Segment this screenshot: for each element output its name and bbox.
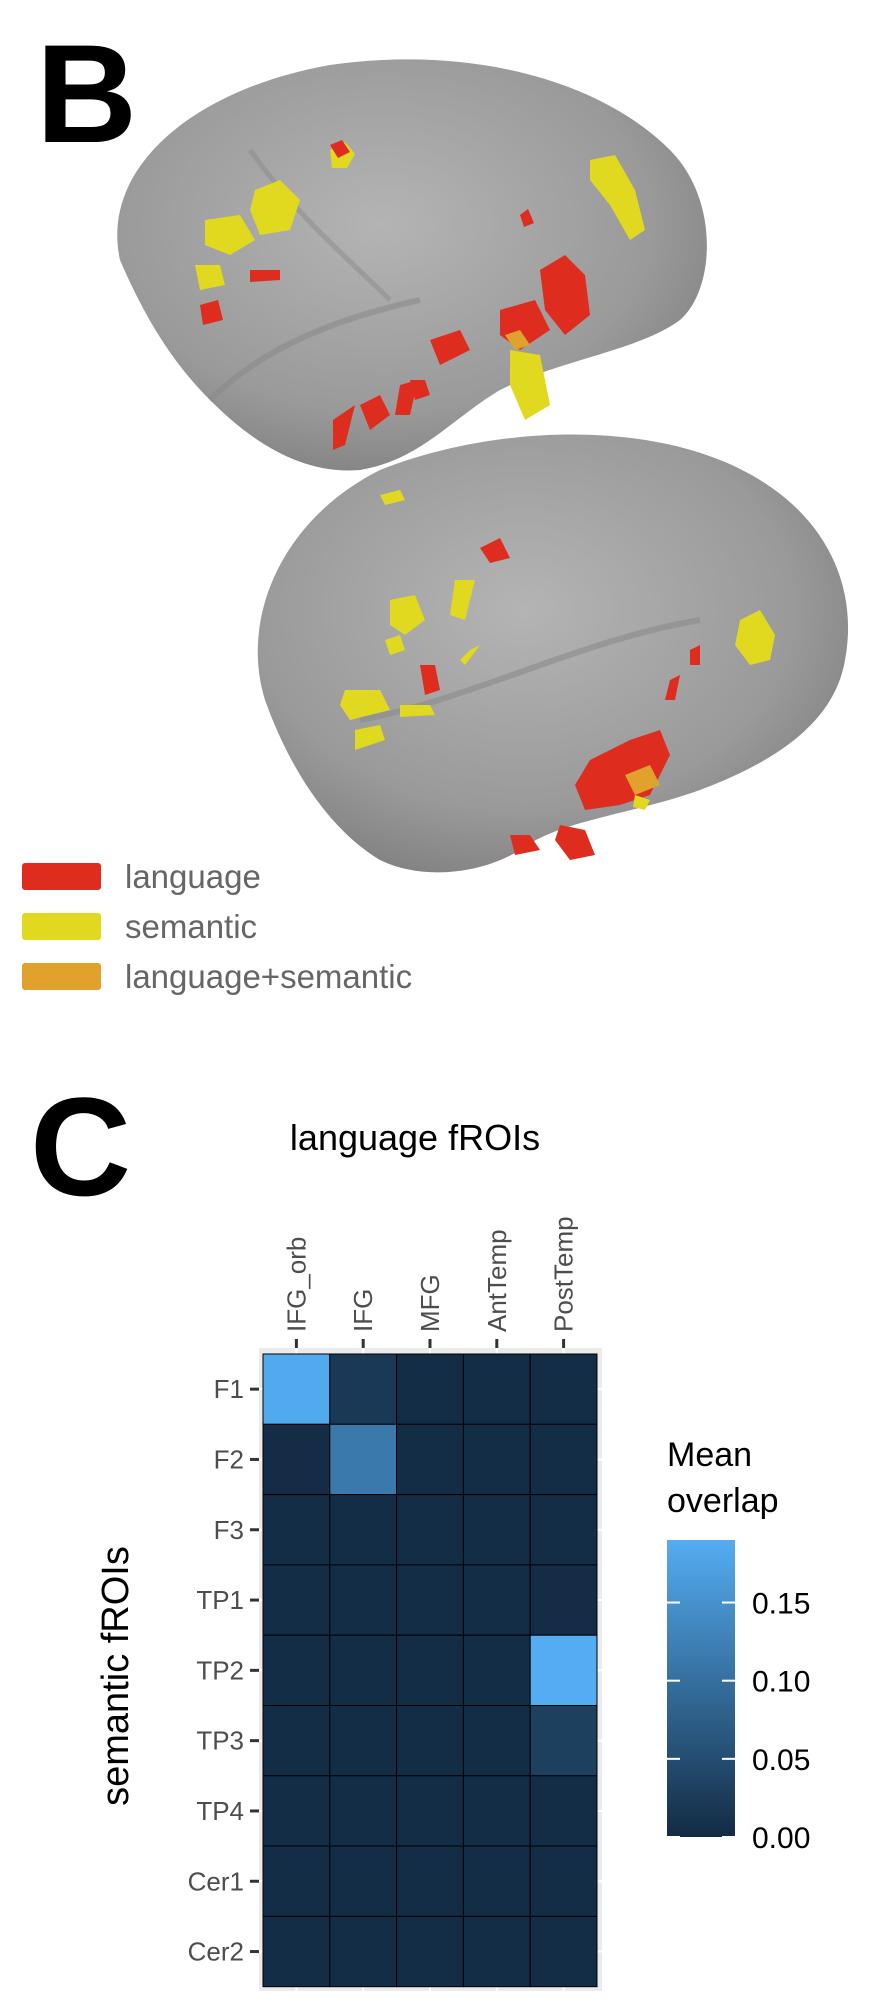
legend-label: semantic	[125, 908, 257, 945]
heatmap-cell-TP1-IFG	[329, 1564, 398, 1636]
heatmap-cell-F3-IFG	[329, 1494, 398, 1566]
x-tick-label: IFG_orb	[281, 1237, 311, 1332]
y-tick-label: TP4	[196, 1796, 244, 1826]
heatmap-cell-TP2-IFG	[329, 1634, 398, 1706]
heatmap-cell-TP3-PostTemp	[529, 1705, 598, 1777]
heatmap-cell-F1-AntTemp	[462, 1353, 531, 1425]
colorbar-tick-label: 0.00	[752, 1822, 810, 1855]
x-tick-label: AntTemp	[482, 1229, 512, 1332]
heatmap-cell-F3-MFG	[396, 1494, 464, 1566]
heatmap-cell-F2-PostTemp	[529, 1423, 598, 1496]
x-tick-label: MFG	[415, 1274, 445, 1332]
brain-legend: language semantic language+semantic	[22, 858, 412, 995]
legend-label: language+semantic	[125, 958, 412, 995]
heatmap-cell-Cer1-IFG	[329, 1845, 398, 1917]
heatmap-cell-F3-AntTemp	[462, 1494, 531, 1566]
heatmap-cells	[262, 1353, 598, 1988]
y-tick-label: TP3	[196, 1726, 244, 1756]
heatmap-cell-Cer2-PostTemp	[529, 1915, 598, 1988]
chart-title: language fROIs	[290, 1117, 540, 1158]
heatmap-cell-TP1-PostTemp	[529, 1564, 598, 1636]
legend-swatch	[22, 863, 101, 890]
heatmap-cell-Cer2-AntTemp	[462, 1915, 531, 1988]
heatmap-cell-F1-IFG_orb	[262, 1353, 331, 1425]
x-tick-label: IFG	[348, 1289, 378, 1332]
heatmap-cell-F3-PostTemp	[529, 1494, 598, 1566]
heatmap-cell-TP2-IFG_orb	[262, 1634, 331, 1706]
colorbar-tick-label: 0.05	[752, 1744, 810, 1777]
heatmap-cell-F1-IFG	[329, 1353, 398, 1425]
y-axis-title: semantic fROIs	[95, 1546, 137, 1806]
heatmap-cell-Cer1-IFG_orb	[262, 1845, 331, 1917]
heatmap-cell-TP2-AntTemp	[462, 1634, 531, 1706]
heatmap-cell-TP4-IFG_orb	[262, 1775, 331, 1847]
y-tick-label: TP1	[196, 1585, 244, 1615]
brain-left-hemisphere	[117, 59, 707, 471]
brain-right-hemisphere	[257, 434, 849, 873]
heatmap-cell-Cer2-IFG	[329, 1915, 398, 1988]
heatmap-cell-F2-AntTemp	[462, 1423, 531, 1496]
heatmap-cell-Cer1-MFG	[396, 1845, 464, 1917]
heatmap-cell-Cer2-MFG	[396, 1915, 464, 1988]
colorbar-tick-label: 0.10	[752, 1666, 810, 1699]
heatmap-cell-F1-MFG	[396, 1353, 464, 1425]
heatmap-cell-F2-MFG	[396, 1423, 464, 1496]
heatmap-cell-TP3-IFG_orb	[262, 1705, 331, 1777]
heatmap-cell-F1-PostTemp	[529, 1353, 598, 1425]
heatmap-cell-F3-IFG_orb	[262, 1494, 331, 1566]
colorbar-tick-label: 0.15	[752, 1588, 810, 1621]
panel-c-label: C	[30, 1068, 131, 1225]
heatmap-cell-TP4-PostTemp	[529, 1775, 598, 1847]
y-tick-label: F1	[214, 1374, 244, 1404]
color-legend: Mean overlap 0.00 0.05 0.10 0.15	[667, 1436, 810, 1855]
legend-label: language	[125, 858, 261, 895]
heatmap-cell-Cer1-AntTemp	[462, 1845, 531, 1917]
colorbar	[667, 1540, 735, 1837]
heatmap-cell-TP2-PostTemp	[529, 1634, 598, 1706]
y-tick-label: F3	[214, 1515, 244, 1545]
heatmap-cell-TP4-MFG	[396, 1775, 464, 1847]
y-tick-label: F2	[214, 1444, 244, 1474]
heatmap-cell-Cer1-PostTemp	[529, 1845, 598, 1917]
legend-title-line-1: Mean	[667, 1436, 752, 1474]
legend-swatch	[22, 913, 101, 940]
heatmap-cell-TP3-MFG	[396, 1705, 464, 1777]
activation-blobs	[195, 140, 645, 450]
legend-swatch	[22, 963, 101, 990]
activation-blobs	[340, 490, 775, 860]
heatmap-cell-TP1-IFG_orb	[262, 1564, 331, 1636]
heatmap-cell-TP1-MFG	[396, 1564, 464, 1636]
y-tick-label: Cer2	[188, 1937, 244, 1967]
heatmap-cell-TP1-AntTemp	[462, 1564, 531, 1636]
heatmap-cell-TP3-AntTemp	[462, 1705, 531, 1777]
panel-b-label: B	[36, 15, 137, 172]
legend-title-line-2: overlap	[667, 1482, 779, 1520]
y-tick-label: Cer1	[188, 1866, 244, 1896]
heatmap-cell-TP4-AntTemp	[462, 1775, 531, 1847]
heatmap-cell-F2-IFG	[329, 1423, 398, 1496]
heatmap-cell-Cer2-IFG_orb	[262, 1915, 331, 1988]
heatmap-cell-TP3-IFG	[329, 1705, 398, 1777]
y-tick-label: TP2	[196, 1655, 244, 1685]
heatmap-cell-TP4-IFG	[329, 1775, 398, 1847]
heatmap-cell-TP2-MFG	[396, 1634, 464, 1706]
x-tick-label: PostTemp	[549, 1216, 579, 1332]
heatmap-cell-F2-IFG_orb	[262, 1423, 331, 1496]
